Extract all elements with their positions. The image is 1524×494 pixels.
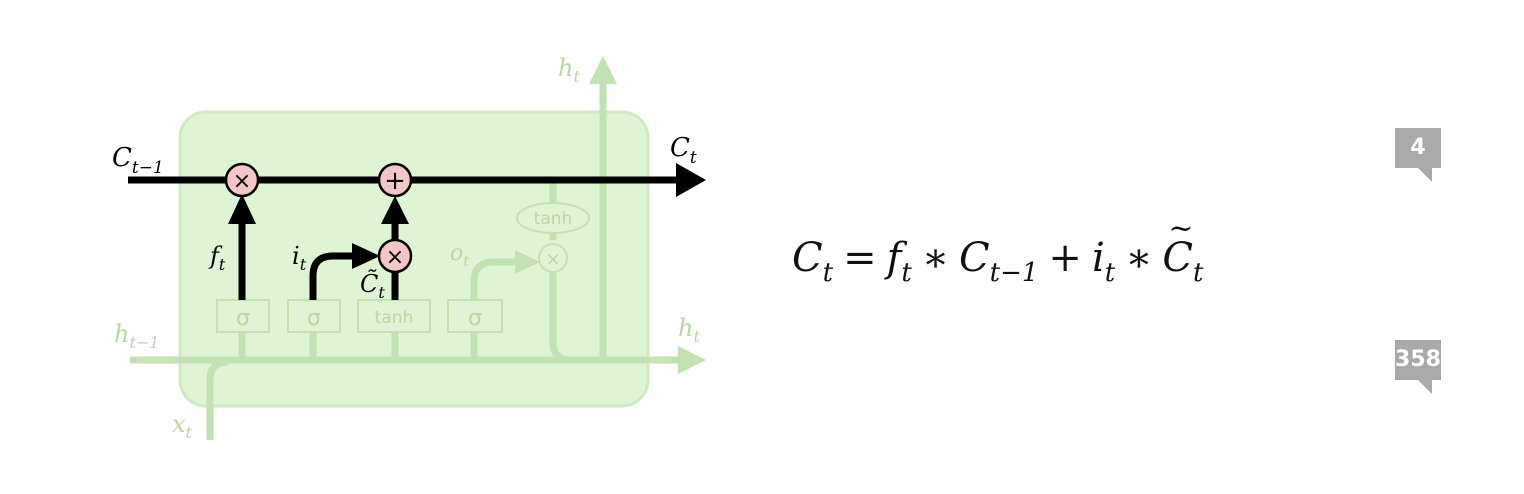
- sigma-gate-2: [287, 299, 341, 333]
- forget-multiply-op: [224, 162, 260, 198]
- x-input-line: [206, 358, 229, 440]
- eq-f-sub: t: [901, 258, 912, 288]
- sigma-gate-3-label: σ: [468, 306, 482, 331]
- forget-arrowhead: [228, 194, 256, 224]
- gate-boxes: [216, 202, 590, 333]
- eq-times-1: ∗: [921, 235, 950, 281]
- eq-plus: +: [1048, 235, 1082, 281]
- eq-c-prev: C: [959, 235, 990, 281]
- input-multiply-symbol: ×: [386, 245, 404, 270]
- eq-i-sub: t: [1104, 258, 1116, 288]
- sigma-gate-1: [216, 299, 270, 333]
- label-h-right: ht: [678, 314, 700, 346]
- eq-f: f: [886, 235, 902, 281]
- label-x-t: xt: [172, 410, 193, 442]
- h-top-arrowhead: [589, 56, 617, 84]
- output-multiply-symbol: ×: [545, 249, 560, 270]
- comment-badge-tail-bottom: [1418, 380, 1432, 394]
- add-op: [377, 162, 413, 198]
- h-right-arrowhead: [678, 346, 706, 374]
- forget-multiply-symbol: ×: [233, 169, 251, 194]
- ot-arrowhead: [515, 250, 540, 274]
- cell-state-arrowhead: [676, 163, 706, 197]
- eq-c-prev-sub: t−1: [989, 258, 1039, 288]
- input-multiply-op: [377, 238, 413, 274]
- tanh-gate-1: [357, 299, 431, 333]
- add-symbol: +: [384, 166, 406, 196]
- input-path: [309, 252, 358, 300]
- lstm-cell-state-diagram: σ σ tanh σ tanh × ht−1 ht ht xt ot × + ×…: [112, 54, 706, 442]
- tanh-out-mult-link: [549, 272, 572, 364]
- label-o-t: ot: [450, 241, 470, 270]
- label-i-t: it: [292, 242, 307, 274]
- eq-c-tilde: C: [1162, 214, 1193, 278]
- label-h-top: ht: [558, 54, 580, 86]
- comment-badge-tail-top: [1418, 168, 1432, 182]
- input-arrowhead: [352, 243, 380, 269]
- comment-count-badge-top[interactable]: 4: [1395, 128, 1441, 168]
- eq-c-tilde-sub: t: [1192, 258, 1204, 288]
- sigma-gate-2-label: σ: [307, 306, 321, 331]
- output-multiply-op: [538, 243, 568, 273]
- eq-equals: =: [843, 235, 877, 281]
- comment-count-badge-bottom[interactable]: 358: [1395, 340, 1441, 380]
- eq-i: i: [1091, 235, 1105, 281]
- eq-c: C: [792, 235, 823, 281]
- tanh-out-gate: [516, 202, 590, 234]
- ot-path: [470, 258, 520, 300]
- cell-state-update-equation: Ct=ft∗Ct−1+it∗Ct: [792, 214, 1204, 288]
- eq-c-sub: t: [822, 258, 834, 288]
- eq-times-2: ∗: [1125, 235, 1153, 281]
- sigma-gate-1-label: σ: [236, 306, 250, 331]
- label-c-prev: Ct−1: [112, 143, 164, 178]
- sigma-gate-3: [447, 299, 503, 333]
- tanh-out-gate-label: tanh: [534, 209, 573, 229]
- update-arrowhead: [381, 196, 409, 224]
- label-c-t: Ct: [670, 133, 697, 168]
- label-h-prev: ht−1: [114, 320, 159, 352]
- tanh-gate-1-label: tanh: [375, 308, 414, 328]
- label-c-tilde: C̃t: [360, 270, 385, 302]
